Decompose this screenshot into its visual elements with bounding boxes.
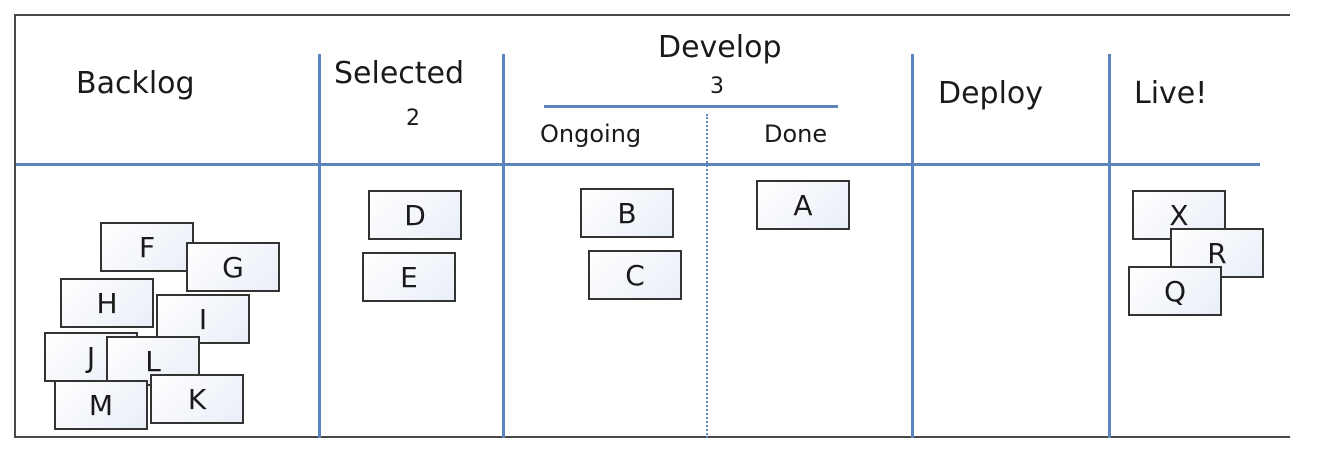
develop-split-divider	[706, 114, 708, 438]
card[interactable]: M	[54, 380, 148, 430]
wip-limit-selected: 2	[406, 106, 420, 131]
wip-limit-develop: 3	[710, 74, 724, 99]
card[interactable]: A	[756, 180, 850, 230]
develop-subheader-divider	[544, 105, 838, 108]
card[interactable]: G	[186, 242, 280, 292]
card[interactable]: K	[150, 374, 244, 424]
card[interactable]: D	[368, 190, 462, 240]
kanban-board: Backlog Selected 2 Develop 3 Ongoing Don…	[14, 14, 1290, 438]
header-divider	[16, 163, 1260, 166]
column-title-develop: Develop	[658, 30, 782, 65]
card[interactable]: Q	[1128, 266, 1222, 316]
column-divider-deploy	[911, 54, 914, 438]
card[interactable]: B	[580, 188, 674, 238]
column-title-backlog: Backlog	[76, 66, 195, 101]
card[interactable]: F	[100, 222, 194, 272]
card[interactable]: H	[60, 278, 154, 328]
card[interactable]: C	[588, 250, 682, 300]
subcolumn-title-done: Done	[764, 120, 828, 148]
column-title-live: Live!	[1134, 76, 1208, 111]
card[interactable]: E	[362, 252, 456, 302]
column-divider-live	[1108, 54, 1111, 438]
column-title-deploy: Deploy	[938, 76, 1044, 111]
column-divider-selected	[318, 54, 321, 438]
card[interactable]: I	[156, 294, 250, 344]
subcolumn-title-ongoing: Ongoing	[540, 120, 642, 148]
column-title-selected: Selected	[334, 56, 465, 91]
column-divider-develop	[502, 54, 505, 438]
